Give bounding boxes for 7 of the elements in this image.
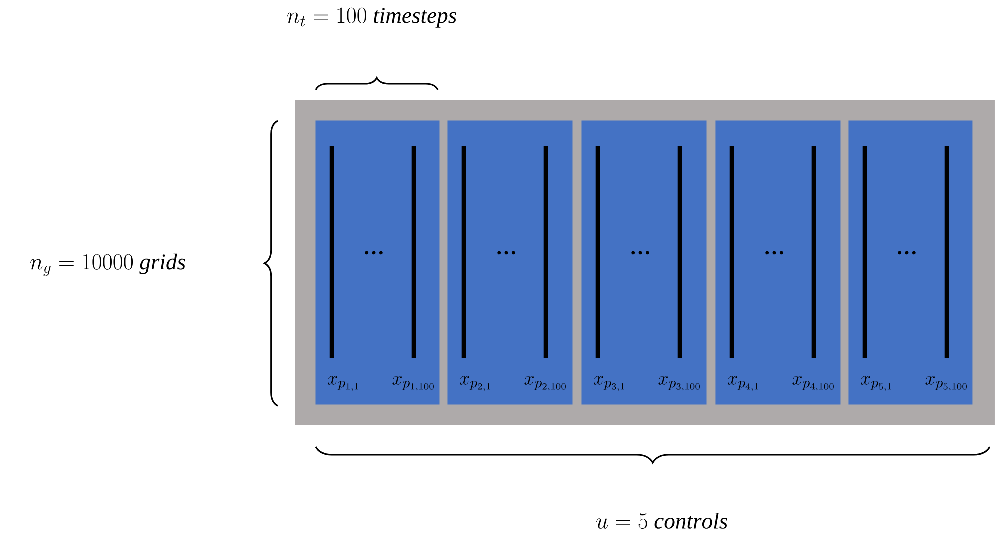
control-panel: … $x_{p_{2,1}}$ $x_{p_{2,100}}$ bbox=[448, 120, 573, 405]
control-panel: … $x_{p_{5,1}}$ $x_{p_{5,100}}$ bbox=[848, 120, 973, 405]
dimension-label: $n_t = 100\ \mathit{timesteps}$ bbox=[288, 8, 456, 28]
dimension-label: $u = 5\ \mathit{controls}$ bbox=[596, 513, 728, 530]
control-panel: … $x_{p_{1,1}}$ $x_{p_{1,100}}$ bbox=[316, 120, 440, 405]
control-panel: … $x_{p_{4,1}}$ $x_{p_{4,100}}$ bbox=[716, 120, 841, 405]
dimension-label: $n_g = 10000\ \mathit{grids}$ bbox=[30, 254, 186, 276]
